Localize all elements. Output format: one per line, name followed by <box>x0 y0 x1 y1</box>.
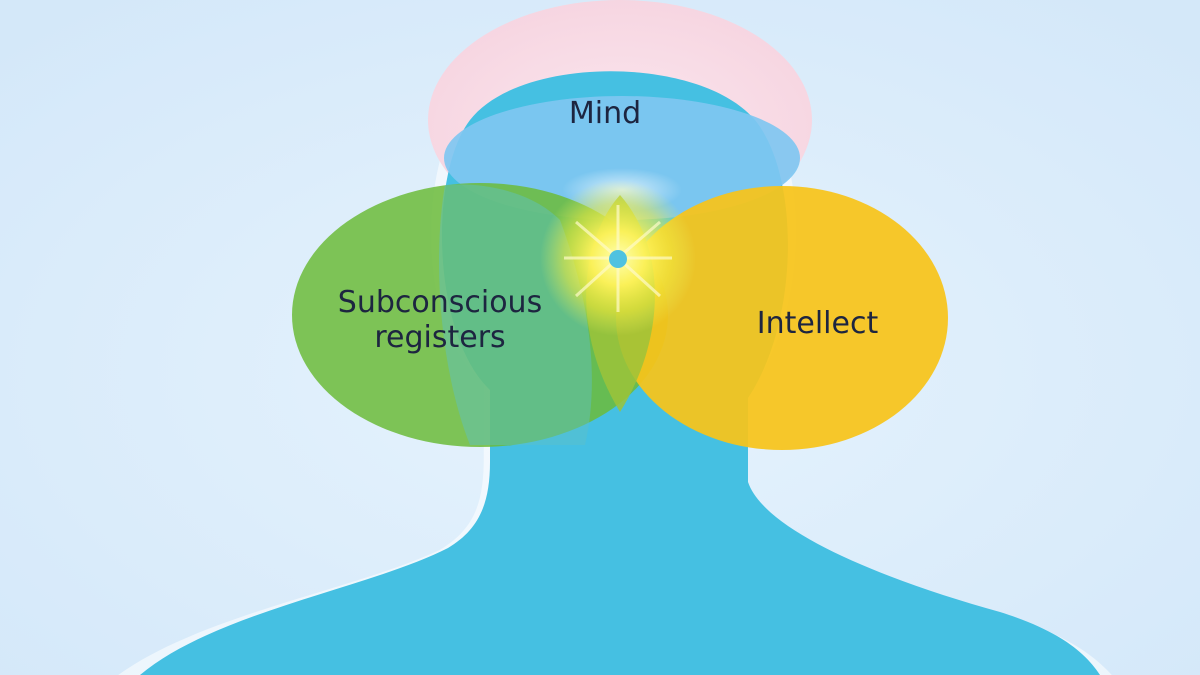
intellect-label: Intellect <box>715 306 920 341</box>
subconscious-registers-label: Subconscious registers <box>290 285 590 356</box>
mind-label: Mind <box>520 96 690 131</box>
center-dot <box>609 250 627 268</box>
